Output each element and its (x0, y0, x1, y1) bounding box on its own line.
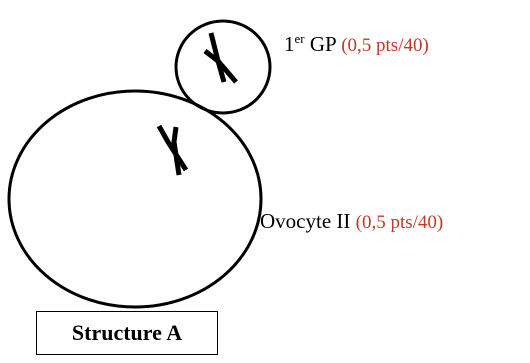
large-chromosome-icon (156, 124, 189, 176)
gp-superscript: er (294, 31, 305, 46)
first-polar-body-label: 1er GP (0,5 pts/40) (284, 31, 429, 56)
ovocyte-text: Ovocyte II (260, 209, 351, 233)
structure-title: Structure A (71, 320, 183, 345)
first-polar-body (174, 19, 272, 115)
small-chromosome-icon (203, 32, 238, 84)
ovocyte-label: Ovocyte II (0,5 pts/40) (260, 209, 444, 233)
ovocyte-points: (0,5 pts/40) (355, 212, 444, 233)
gp-text: GP (304, 32, 336, 56)
structure-title-box: Structure A (36, 311, 218, 355)
gp-number: 1 (284, 32, 295, 56)
gp-points: (0,5 pts/40) (341, 35, 429, 56)
ovocyte-cell (7, 89, 263, 309)
